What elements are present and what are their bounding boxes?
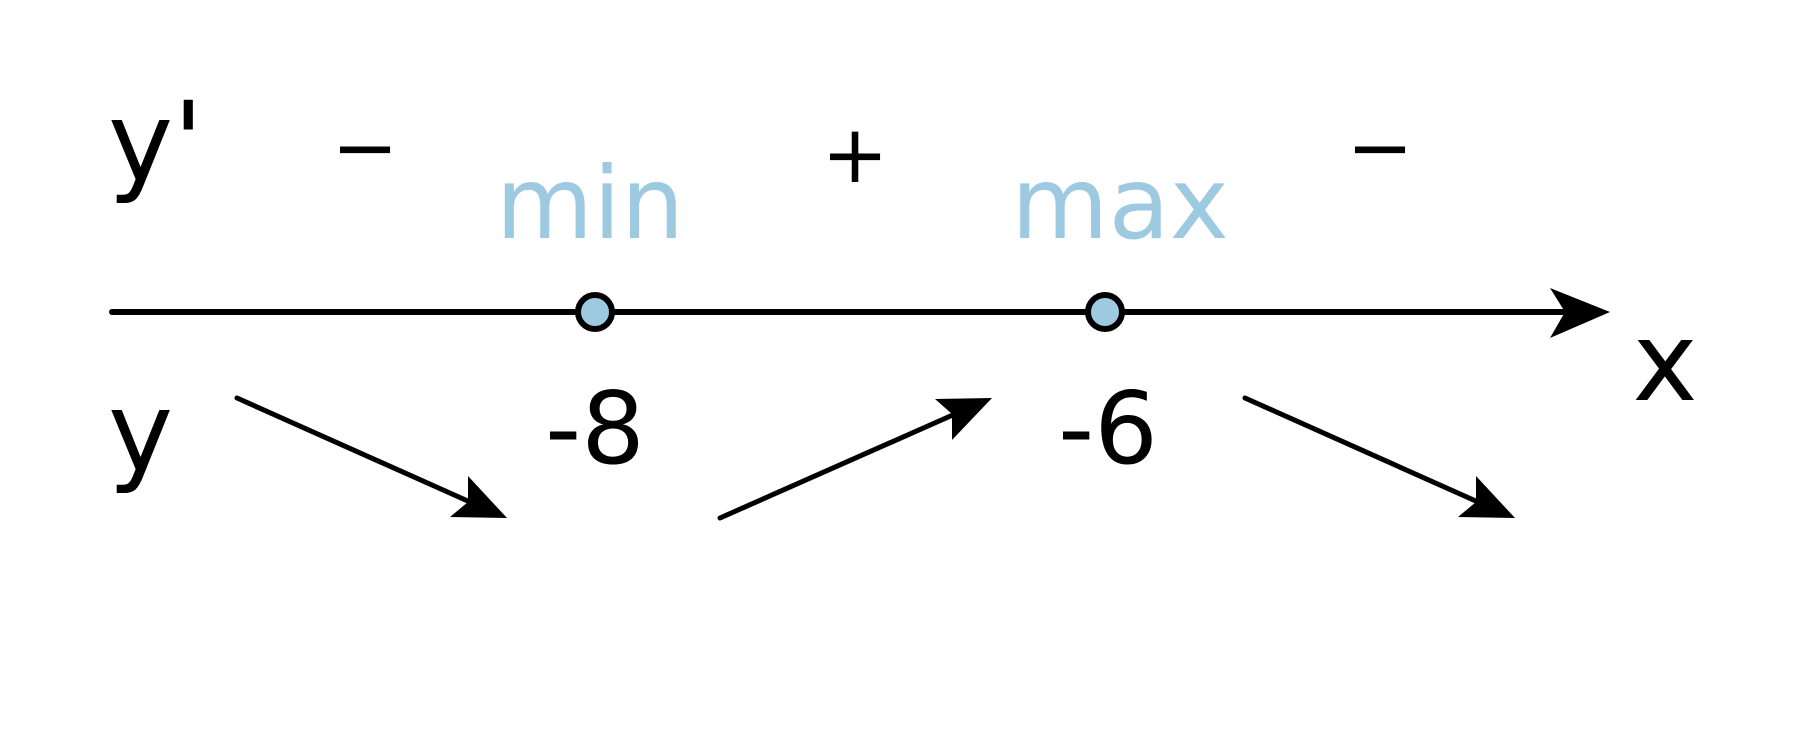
trend-arrow-increasing	[717, 398, 992, 521]
derivative-row-label: y'	[108, 78, 203, 206]
function-row-label: y	[108, 368, 173, 496]
trend-arrow-decreasing-2	[1242, 395, 1515, 518]
trend-arrow-decreasing-1	[234, 395, 507, 518]
sign-interval-1: −	[331, 101, 398, 194]
min-label: min	[496, 145, 685, 262]
sign-interval-2: +	[821, 108, 888, 201]
critical-point-min	[575, 292, 615, 332]
critical-point-max	[1085, 292, 1125, 332]
sign-interval-3: −	[1346, 101, 1413, 194]
max-label: max	[1011, 145, 1229, 262]
critical-value-max: -6	[1058, 370, 1158, 487]
critical-value-min: -8	[545, 370, 645, 487]
number-line-arrowhead	[1550, 288, 1610, 338]
x-axis-label: x	[1632, 298, 1697, 426]
